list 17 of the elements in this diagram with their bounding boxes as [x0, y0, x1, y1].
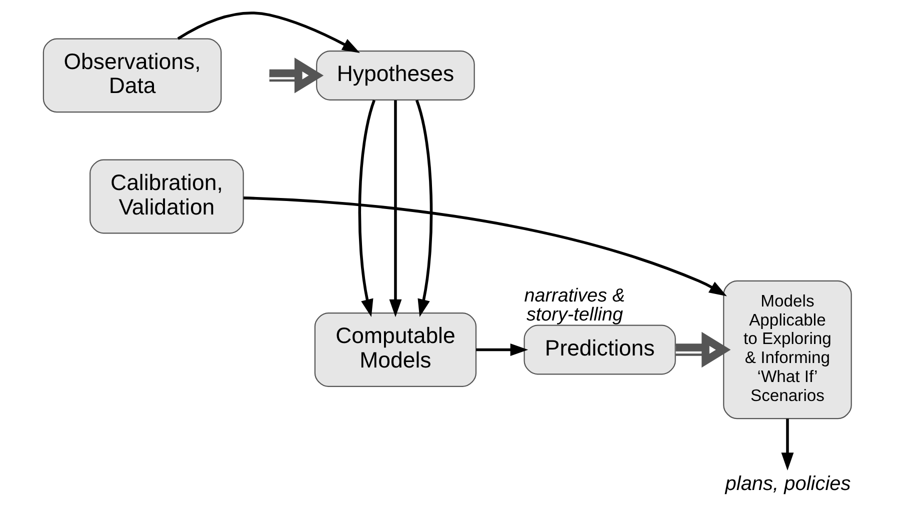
- node-box: Predictions: [523, 324, 676, 375]
- arrow: [176, 12, 360, 53]
- arrow: [358, 100, 375, 318]
- node-text: plans, policies: [724, 473, 850, 496]
- arrow: [780, 418, 794, 470]
- node-box: Observations, Data: [42, 38, 222, 113]
- node-box: Calibration, Validation: [89, 159, 244, 234]
- arrow: [675, 332, 730, 368]
- arrow: [414, 100, 432, 318]
- node-box: Computable Models: [314, 312, 476, 387]
- arrow: [268, 58, 324, 94]
- arrow: [476, 344, 528, 356]
- arrow: [388, 100, 402, 318]
- node-box: Hypotheses: [316, 50, 474, 100]
- node-label: narratives & story-telling: [524, 284, 624, 324]
- arrow: [242, 196, 726, 296]
- node-box: Models Applicable to Exploring & Informing ‘What If’ Scenarios: [722, 280, 852, 420]
